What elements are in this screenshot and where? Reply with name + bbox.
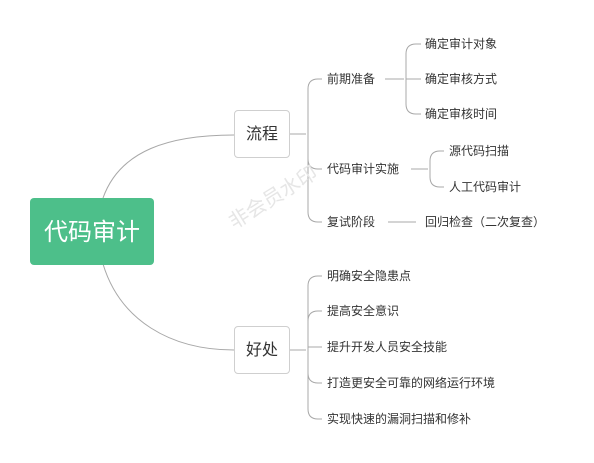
branch-node-process[interactable]: 流程 bbox=[234, 110, 290, 158]
benefit-4[interactable]: 打造更安全可靠的网络运行环境 bbox=[327, 376, 496, 390]
leaf-manual-audit[interactable]: 人工代码审计 bbox=[449, 180, 522, 194]
topic-preparation[interactable]: 前期准备 bbox=[327, 72, 376, 86]
benefit-1[interactable]: 明确安全隐患点 bbox=[327, 269, 412, 283]
leaf-determine-target[interactable]: 确定审计对象 bbox=[425, 37, 498, 51]
leaf-determine-time[interactable]: 确定审核时间 bbox=[425, 107, 498, 121]
leaf-determine-method[interactable]: 确定审核方式 bbox=[425, 72, 498, 86]
leaf-source-scan[interactable]: 源代码扫描 bbox=[449, 144, 510, 158]
branch-node-benefits[interactable]: 好处 bbox=[234, 326, 290, 374]
benefit-5[interactable]: 实现快速的漏洞扫描和修补 bbox=[327, 412, 472, 426]
topic-implementation[interactable]: 代码审计实施 bbox=[327, 162, 400, 176]
leaf-regression-check[interactable]: 回归检查（二次复查） bbox=[425, 215, 546, 229]
root-node[interactable]: 代码审计 bbox=[30, 198, 154, 265]
topic-review-stage[interactable]: 复试阶段 bbox=[327, 215, 376, 229]
benefit-2[interactable]: 提高安全意识 bbox=[327, 304, 400, 318]
benefit-3[interactable]: 提升开发人员安全技能 bbox=[327, 340, 448, 354]
